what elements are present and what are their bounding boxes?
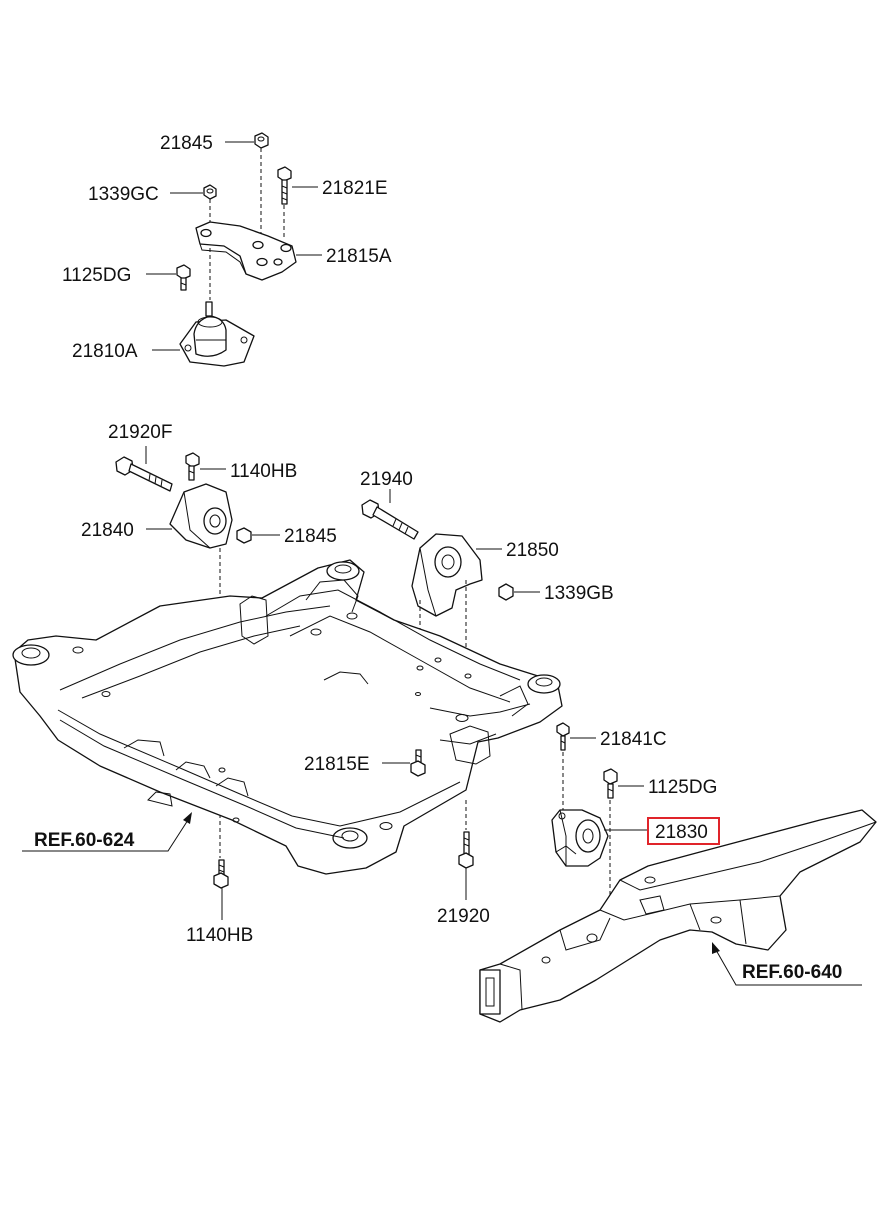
label-ref-60-624[interactable]: REF.60-624 bbox=[34, 830, 135, 851]
bolt-21940-part bbox=[361, 499, 419, 540]
label-21841C: 21841C bbox=[600, 729, 667, 750]
bolt-21841C-part bbox=[556, 722, 570, 812]
label-21821E: 21821E bbox=[322, 178, 388, 199]
bolt-21815E-part bbox=[410, 749, 426, 777]
ref-60-624-pointer bbox=[22, 812, 192, 852]
side-member-part bbox=[479, 809, 877, 1023]
label-1125DG-right: 1125DG bbox=[648, 777, 717, 798]
label-21830[interactable]: 21830 bbox=[655, 822, 708, 843]
bolt-1140HB-bottom-part bbox=[213, 859, 229, 889]
label-21840: 21840 bbox=[81, 520, 134, 541]
label-1339GC: 1339GC bbox=[88, 184, 159, 205]
highlight-box-21830 bbox=[647, 817, 720, 845]
nut-21845-mid-part bbox=[236, 527, 252, 544]
label-ref-60-640[interactable]: REF.60-640 bbox=[742, 962, 842, 983]
ref-60-640-pointer bbox=[712, 942, 862, 986]
nut-1339GC-part bbox=[203, 184, 217, 300]
label-21850: 21850 bbox=[506, 540, 559, 561]
bolt-21920F-part bbox=[115, 456, 173, 492]
mount-21830-assembly bbox=[551, 722, 648, 900]
label-1339GB: 1339GB bbox=[544, 583, 614, 604]
label-21810A: 21810A bbox=[72, 341, 138, 362]
label-21940: 21940 bbox=[360, 469, 413, 490]
label-21920: 21920 bbox=[437, 906, 490, 927]
bolt-21821E-part bbox=[277, 166, 292, 240]
bolt-21920-part bbox=[458, 800, 474, 869]
bolt-1125DG-top-part bbox=[176, 264, 191, 291]
nut-1339GB-part bbox=[498, 583, 514, 601]
label-21920F: 21920F bbox=[108, 422, 172, 443]
label-21815E: 21815E bbox=[304, 754, 370, 775]
bolt-1125DG-right-part bbox=[603, 768, 618, 900]
mount-21850-assembly bbox=[361, 489, 540, 700]
bracket-21815A-part bbox=[195, 221, 297, 281]
label-1140HB-top: 1140HB bbox=[230, 461, 297, 482]
label-1140HB-bottom: 1140HB bbox=[186, 925, 253, 946]
nut-21845-top-part bbox=[254, 132, 269, 235]
subframe-part bbox=[12, 559, 563, 875]
label-21815A: 21815A bbox=[326, 246, 392, 267]
mount-21840-assembly bbox=[115, 446, 280, 858]
top-mount-assembly bbox=[146, 132, 322, 367]
bolt-1140HB-top-part bbox=[185, 452, 200, 481]
label-1125DG-top: 1125DG bbox=[62, 265, 131, 286]
label-21845-top: 21845 bbox=[160, 133, 213, 154]
mount-21810A-part bbox=[179, 301, 255, 367]
label-21845-mid: 21845 bbox=[284, 526, 337, 547]
